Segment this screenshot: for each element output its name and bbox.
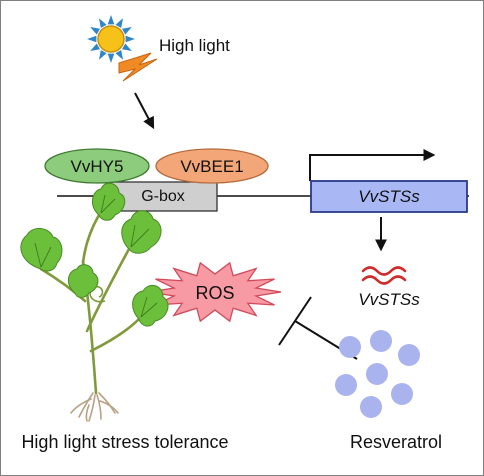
sun-ray: [99, 18, 107, 28]
ros-label: ROS: [195, 283, 234, 303]
transcription-start-arrow: [309, 149, 436, 181]
vvhy5-protein: [44, 148, 150, 184]
resveratrol-molecule: [391, 383, 413, 405]
sun-ray: [90, 43, 100, 51]
vvbee1-label: VvBEE1: [180, 157, 243, 176]
resveratrol-label: Resveratrol: [350, 432, 442, 452]
lightning-icon: [118, 52, 158, 82]
sun-ray: [125, 35, 135, 43]
vvstss-transcript-label: VvSTSs: [358, 290, 420, 309]
resveratrol-molecules: [335, 330, 420, 418]
high-light-label: High light: [159, 36, 230, 55]
stress-tolerance-label: High light stress tolerance: [21, 432, 228, 452]
g-box-element: [108, 181, 218, 212]
resveratrol-molecule: [360, 396, 382, 418]
sun-ray: [122, 43, 132, 51]
resveratrol-molecule: [339, 336, 361, 358]
vvhy5-label: VvHY5: [71, 157, 124, 176]
light-activation-arrow: [134, 92, 155, 130]
sun-ray: [115, 18, 123, 28]
mrna-wave-icon: [361, 266, 407, 285]
vvstss-gene-box: [310, 180, 468, 213]
resveratrol-molecule: [366, 363, 388, 385]
sun-ray: [90, 27, 100, 35]
vvstss-gene-label: VvSTSs: [358, 187, 420, 206]
sun-ray: [87, 35, 97, 43]
grapevine-plant-icon: [20, 182, 169, 422]
sun-icon: [87, 15, 135, 63]
sun-ray: [99, 50, 107, 60]
vvbee1-protein: [155, 148, 269, 184]
sun-ray: [107, 15, 115, 25]
sun-ray: [122, 27, 132, 35]
g-box-label: G-box: [141, 188, 185, 205]
resveratrol-molecule: [370, 330, 392, 352]
resveratrol-molecule: [398, 344, 420, 366]
sun-ray: [115, 50, 123, 60]
sun-ray: [107, 53, 115, 63]
resveratrol-molecule: [335, 374, 357, 396]
